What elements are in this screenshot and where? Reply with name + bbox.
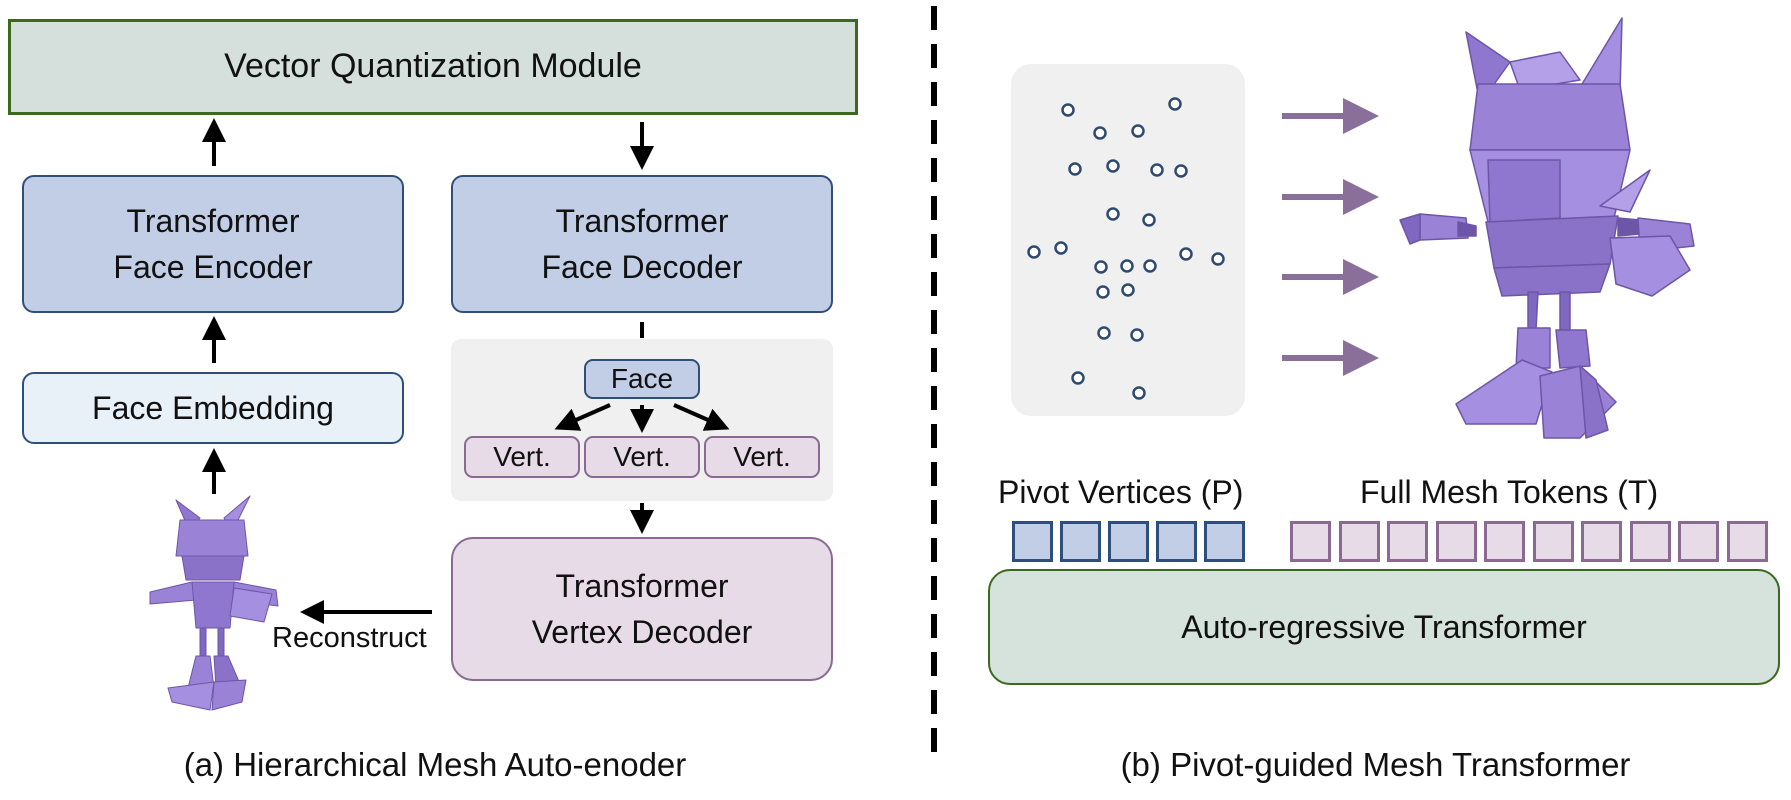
mesh-token [1484,521,1525,562]
vertex-decoder-line1: Transformer [555,567,729,604]
arrow-face-to-vert-1 [554,403,611,431]
face-decoder-box: Transformer Face Decoder [451,175,833,313]
mesh-token [1726,521,1768,562]
mesh-token [1532,521,1574,562]
pivot-points [1027,97,1225,400]
caption-a: (a) Hierarchical Mesh Auto-enoder [183,746,687,783]
vert-node-2: Vert. [584,436,700,478]
auto-regressive-transformer-box: Auto-regressive Transformer [988,569,1780,685]
vq-module-label: Vector Quantization Module [224,47,642,86]
vert-node-3: Vert. [704,436,820,478]
auto-regressive-transformer-label: Auto-regressive Transformer [1181,608,1587,645]
mesh-character-small-icon [149,495,279,711]
caption-b: (b) Pivot-guided Mesh Transformer [1120,746,1631,783]
mesh-token [1581,521,1622,562]
face-embedding-box: Face Embedding [22,372,404,444]
arrow-face-to-vert-3 [673,403,730,431]
face-decoder-line1: Transformer [555,202,729,239]
full-mesh-tokens-label: Full Mesh Tokens (T) [1360,474,1659,510]
reconstruct-label: Reconstruct [272,622,427,654]
vertex-decoder-line2: Vertex Decoder [531,614,753,650]
mesh-token [1338,521,1380,562]
mesh-token [1435,521,1477,562]
mesh-token [1678,521,1719,562]
face-encoder-line2: Face Encoder [113,249,313,285]
vert-node-label: Vert. [493,440,551,472]
pivot-token [1204,521,1245,562]
face-encoder-line1: Transformer [126,202,300,239]
pivot-token [1060,521,1101,562]
mesh-token [1387,521,1428,562]
face-embedding-label: Face Embedding [92,389,334,426]
pivot-point-panel [1011,64,1245,416]
vector-quantization-module: Vector Quantization Module [8,19,858,115]
pivot-token [1012,521,1053,562]
pivot-vertices-label: Pivot Vertices (P) [998,474,1244,510]
face-node: Face [584,359,700,399]
pivot-token [1156,521,1197,562]
face-encoder-box: Transformer Face Encoder [22,175,404,313]
vertex-decoder-box: Transformer Vertex Decoder [451,537,833,681]
mesh-token [1290,521,1331,562]
face-decoder-line2: Face Decoder [541,249,743,285]
mesh-token [1629,521,1671,562]
vert-node-label: Vert. [613,440,671,472]
mesh-character-large-icon [1399,17,1695,439]
vert-node-1: Vert. [464,436,580,478]
pivot-token [1108,521,1149,562]
vert-node-label: Vert. [733,440,791,472]
face-node-label: Face [610,362,674,394]
